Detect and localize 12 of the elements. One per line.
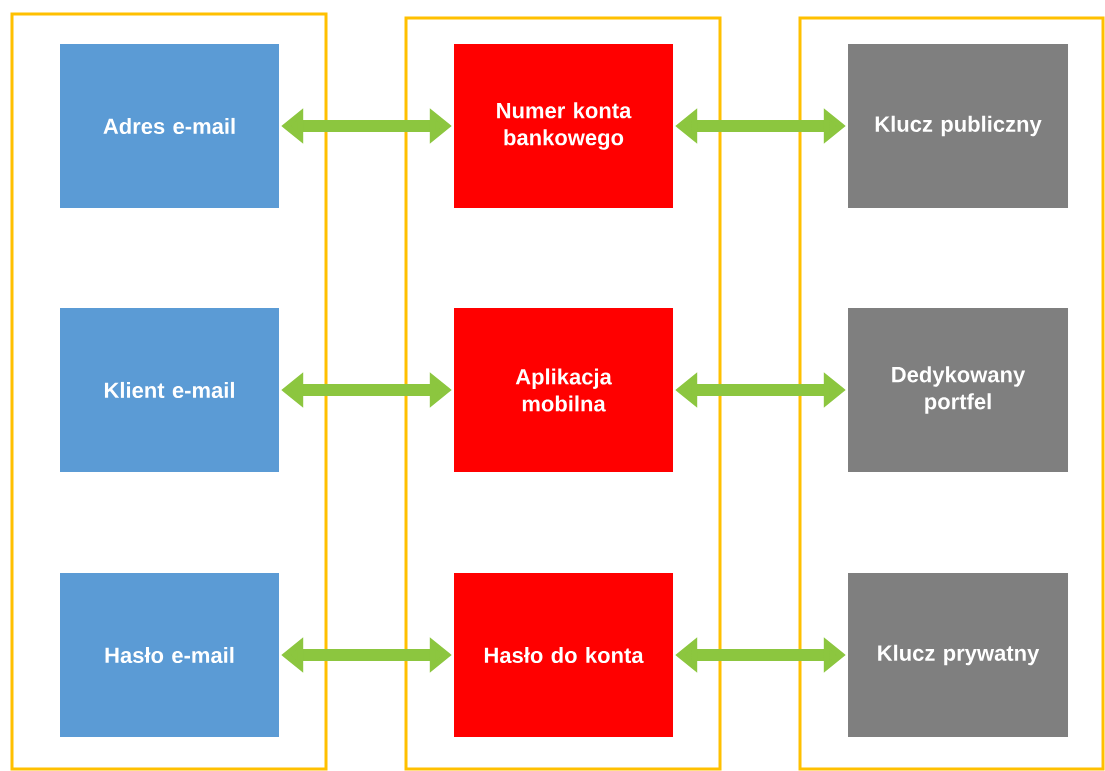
text-box: Dedykowany portfel: [848, 308, 1068, 472]
text-box: Klucz publiczny: [848, 44, 1068, 208]
text-box: Hasło e-mail: [60, 573, 279, 737]
text-box: Numer konta bankowego: [454, 44, 673, 208]
column-frame: [798, 16, 1105, 771]
text-box: Klucz prywatny: [848, 573, 1068, 737]
text-box: Hasło do konta: [454, 573, 673, 737]
column-frame: [10, 12, 328, 771]
text-box: Klient e-mail: [60, 308, 279, 472]
text-box: Adres e-mail: [60, 44, 279, 208]
text-box: Aplikacja mobilna: [454, 308, 673, 472]
column-frame: [404, 16, 722, 771]
